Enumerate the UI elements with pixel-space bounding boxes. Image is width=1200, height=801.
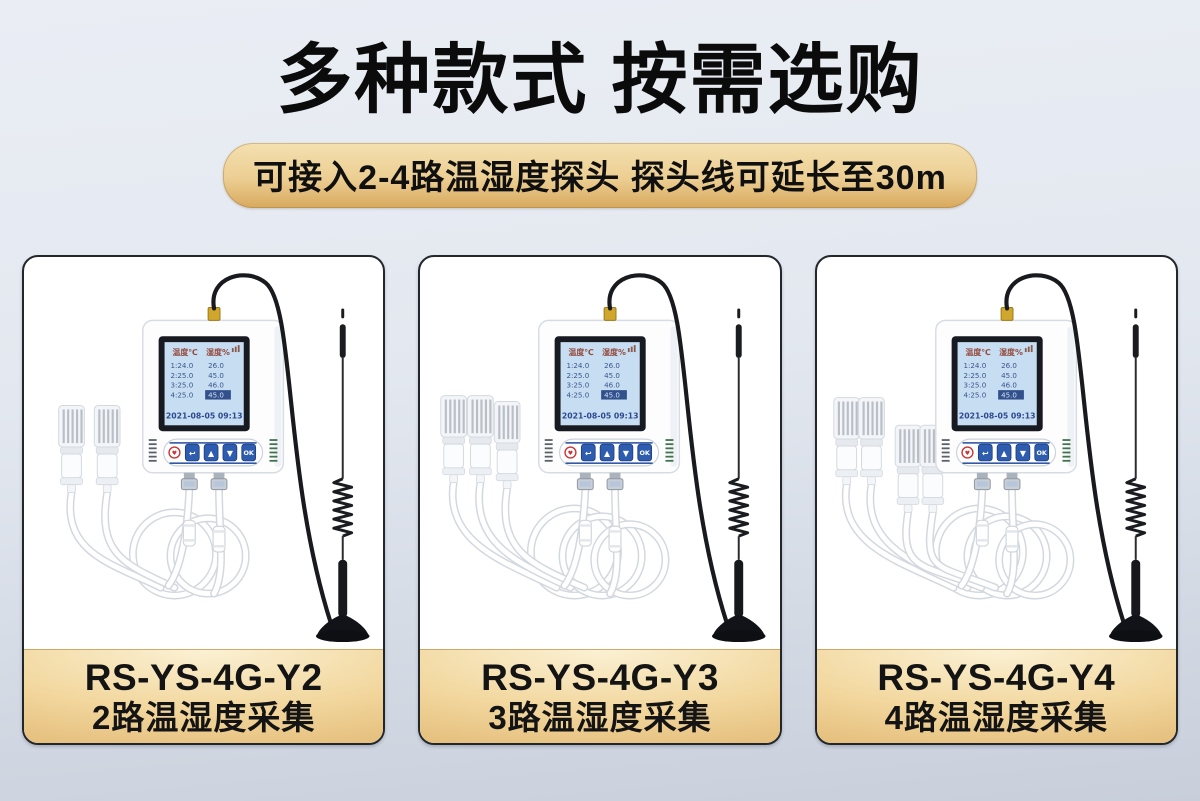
svg-text:46.0: 46.0: [1001, 381, 1017, 390]
product-model: RS-YS-4G-Y2: [84, 657, 323, 699]
svg-text:45.0: 45.0: [1001, 371, 1017, 380]
product-card-y4: 温度℃ 湿度% 1:24.0 26.0 2:25.0 45.0 3:25.0 46.0 4:25…: [814, 255, 1178, 746]
svg-text:3:25.0: 3:25.0: [963, 381, 986, 390]
product-illustration: 温度℃ 湿度% 1:24.0 26.0 2:25.0 45.0 3:25.0 46.0 4:25…: [24, 257, 383, 649]
svg-text:45.0: 45.0: [604, 371, 620, 380]
svg-text:4:25.0: 4:25.0: [171, 391, 194, 400]
svg-text:3:25.0: 3:25.0: [567, 381, 590, 390]
svg-text:2:25.0: 2:25.0: [567, 371, 590, 380]
product-label: RS-YS-4G-Y4 4路温湿度采集: [816, 649, 1176, 744]
svg-text:♥: ♥: [568, 450, 573, 457]
svg-text:▼: ▼: [623, 449, 630, 458]
product-description: 3路温湿度采集: [488, 698, 712, 736]
svg-text:温度℃: 温度℃: [569, 347, 595, 357]
svg-text:♥: ♥: [964, 450, 969, 457]
page-title: 多种款式 按需选购: [276, 38, 924, 123]
svg-text:26.0: 26.0: [1001, 361, 1017, 370]
svg-text:1:24.0: 1:24.0: [963, 361, 986, 370]
svg-text:湿度%: 湿度%: [999, 347, 1023, 357]
svg-text:45.0: 45.0: [208, 391, 224, 400]
svg-text:▼: ▼: [1020, 449, 1027, 458]
svg-text:45.0: 45.0: [1001, 391, 1017, 400]
subtitle-banner: 可接入2-4路温湿度探头 探头线可延长至30m: [223, 143, 977, 209]
svg-text:▲: ▲: [604, 449, 611, 458]
svg-text:湿度%: 湿度%: [206, 347, 230, 357]
svg-text:1:24.0: 1:24.0: [171, 361, 194, 370]
svg-text:2021-08-05 09:13: 2021-08-05 09:13: [958, 411, 1035, 420]
svg-text:2:25.0: 2:25.0: [171, 371, 194, 380]
svg-text:45.0: 45.0: [208, 371, 224, 380]
svg-text:▼: ▼: [227, 449, 234, 458]
sensor-device-drawing: 温度℃ 湿度% 1:24.0 26.0 2:25.0 45.0 3:25.0 46.0 4:25…: [832, 273, 1163, 643]
product-illustration: 温度℃ 湿度% 1:24.0 26.0 2:25.0 45.0 3:25.0 46.0 4:25…: [420, 257, 779, 649]
product-model: RS-YS-4G-Y3: [481, 657, 719, 699]
svg-text:2021-08-05 09:13: 2021-08-05 09:13: [166, 411, 243, 420]
svg-text:▲: ▲: [208, 449, 215, 458]
svg-text:OK: OK: [243, 449, 254, 457]
product-description: 2路温湿度采集: [91, 698, 316, 736]
svg-text:26.0: 26.0: [604, 361, 620, 370]
product-illustration: 温度℃ 湿度% 1:24.0 26.0 2:25.0 45.0 3:25.0 46.0 4:25…: [817, 257, 1176, 649]
svg-text:温度℃: 温度℃: [172, 347, 198, 357]
svg-text:↩: ↩: [982, 449, 989, 458]
product-label: RS-YS-4G-Y2 2路温湿度采集: [24, 649, 384, 744]
product-label: RS-YS-4G-Y3 3路温湿度采集: [420, 649, 780, 744]
svg-text:46.0: 46.0: [604, 381, 620, 390]
svg-text:4:25.0: 4:25.0: [567, 391, 590, 400]
product-model: RS-YS-4G-Y4: [877, 657, 1116, 699]
svg-text:46.0: 46.0: [208, 381, 224, 390]
svg-text:45.0: 45.0: [604, 391, 620, 400]
svg-text:↩: ↩: [585, 449, 592, 458]
svg-text:1:24.0: 1:24.0: [567, 361, 590, 370]
svg-text:2021-08-05 09:13: 2021-08-05 09:13: [562, 411, 639, 420]
svg-text:↩: ↩: [189, 449, 196, 458]
svg-text:温度℃: 温度℃: [965, 347, 991, 357]
product-cards: 温度℃ 湿度% 1:24.0 26.0 2:25.0 45.0 3:25.0 46.0 4:25…: [0, 255, 1200, 746]
svg-text:湿度%: 湿度%: [602, 347, 626, 357]
svg-text:26.0: 26.0: [208, 361, 224, 370]
svg-text:OK: OK: [640, 449, 651, 457]
svg-text:2:25.0: 2:25.0: [963, 371, 986, 380]
subtitle-text: 可接入2-4路温湿度探头 探头线可延长至30m: [253, 159, 947, 198]
svg-text:OK: OK: [1036, 449, 1047, 457]
sensor-device-drawing: 温度℃ 湿度% 1:24.0 26.0 2:25.0 45.0 3:25.0 46.0 4:25…: [440, 273, 766, 643]
svg-text:4:25.0: 4:25.0: [963, 391, 986, 400]
product-description: 4路温湿度采集: [884, 698, 1108, 736]
svg-text:3:25.0: 3:25.0: [171, 381, 194, 390]
svg-text:▲: ▲: [1001, 449, 1008, 458]
product-card-y3: 温度℃ 湿度% 1:24.0 26.0 2:25.0 45.0 3:25.0 46.0 4:25…: [418, 255, 782, 746]
sensor-device-drawing: 温度℃ 湿度% 1:24.0 26.0 2:25.0 45.0 3:25.0 46.0 4:25…: [58, 273, 370, 643]
svg-text:♥: ♥: [172, 450, 177, 457]
product-card-y2: 温度℃ 湿度% 1:24.0 26.0 2:25.0 45.0 3:25.0 46.0 4:25…: [22, 255, 386, 746]
